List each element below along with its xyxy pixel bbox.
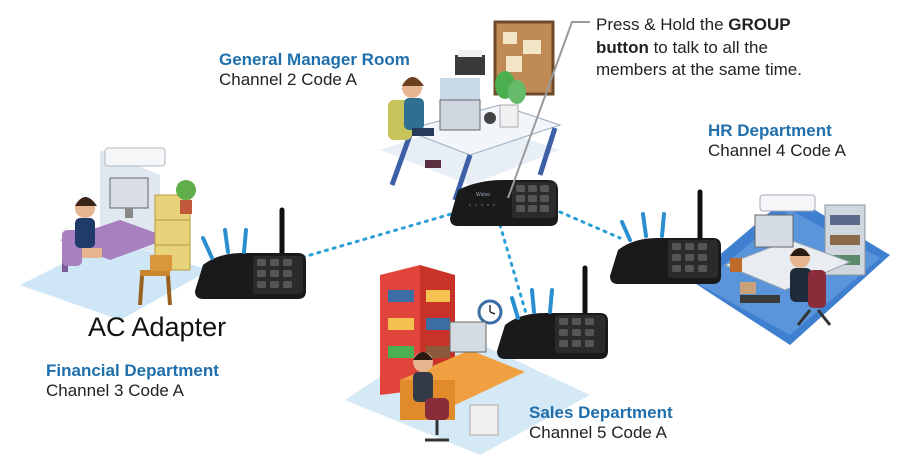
- sales-label: Sales Department Channel 5 Code A: [529, 403, 673, 444]
- callout-line-2: button to talk to all the: [596, 37, 768, 57]
- general-manager-channel: Channel 2 Code A: [219, 70, 357, 90]
- device-brand-label: Wuloo: [476, 192, 490, 198]
- hr-channel: Channel 4 Code A: [708, 141, 846, 161]
- intercom-unit-sales: [497, 265, 608, 359]
- callout-line-1: Press & Hold the GROUP: [596, 15, 791, 34]
- intercom-unit-hr: [610, 189, 721, 284]
- general-manager-title: General Manager Room: [219, 50, 410, 69]
- callout-pointer: [507, 21, 590, 199]
- financial-label: Financial Department Channel 3 Code A: [46, 361, 219, 402]
- hr-department-scene: [690, 194, 890, 345]
- callout-line-3: members at the same time.: [596, 60, 802, 80]
- intercom-unit-financial: [195, 207, 306, 299]
- group-button-callout: Press & Hold the GROUP button to talk to…: [596, 14, 802, 82]
- sales-department-scene: [345, 265, 590, 455]
- ac-adapter-label: AC Adapter: [88, 312, 227, 342]
- financial-title: Financial Department: [46, 361, 219, 380]
- general-manager-room-scene: [380, 20, 562, 201]
- connection-lines: [298, 210, 622, 322]
- hr-title: HR Department: [708, 121, 832, 140]
- financial-department-scene: [20, 147, 210, 320]
- financial-channel: Channel 3 Code A: [46, 381, 184, 401]
- sales-channel: Channel 5 Code A: [529, 423, 667, 443]
- intercom-unit-main: Wuloo: [450, 180, 558, 226]
- hr-label: HR Department Channel 4 Code A: [708, 121, 846, 162]
- general-manager-label: General Manager Room Channel 2 Code A: [219, 50, 410, 91]
- sales-title: Sales Department: [529, 403, 673, 422]
